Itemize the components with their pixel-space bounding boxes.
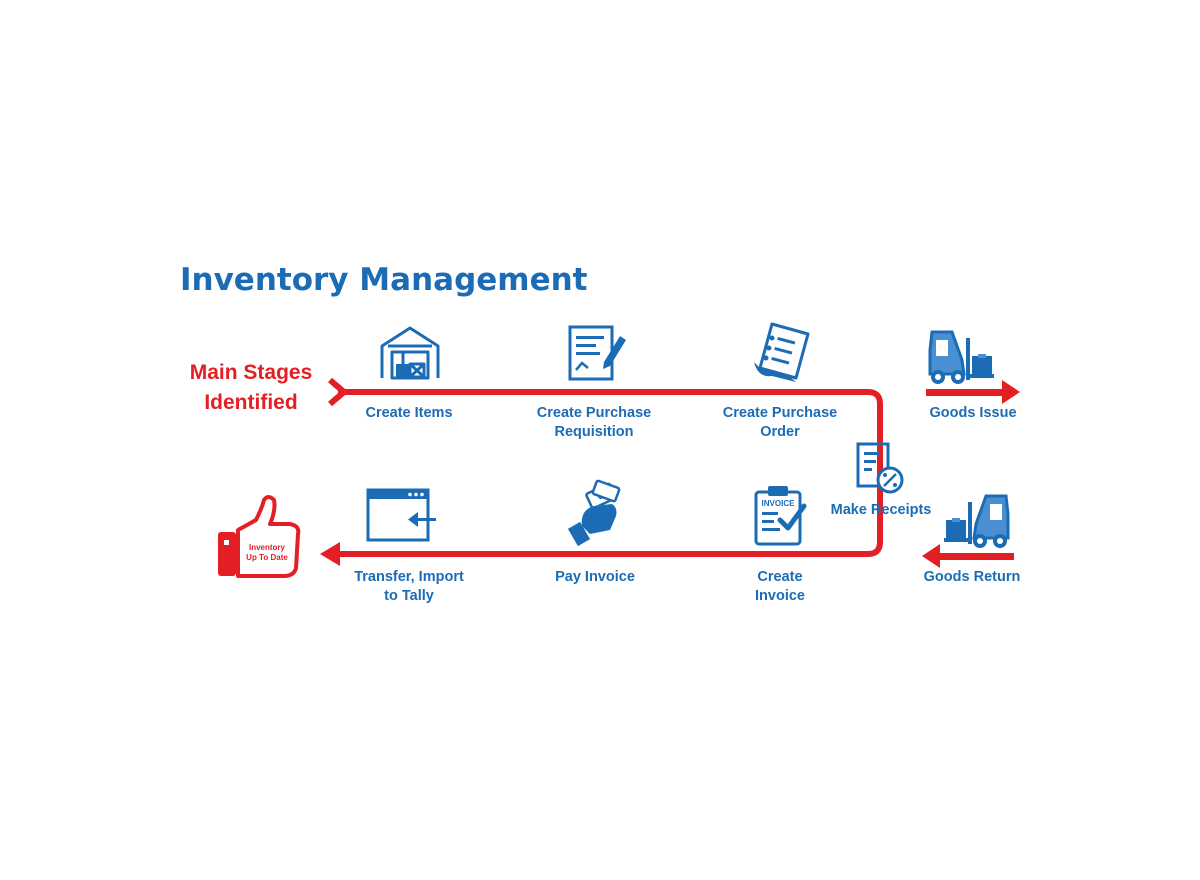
goods-return-arrow-shaft <box>938 553 1014 560</box>
stage-transfer: Transfer, Import to Tally <box>324 568 494 606</box>
warehouse-icon <box>380 326 440 380</box>
goods-issue-arrow-shaft <box>926 389 1004 396</box>
stage-create-invoice-line1: Create <box>757 569 803 585</box>
goods-return-arrowhead <box>922 544 940 568</box>
flow-end-arrowhead <box>320 542 340 566</box>
stage-purchase-order-line2: Order <box>760 424 800 440</box>
stage-purchase-order: Create Purchase Order <box>695 404 865 442</box>
svg-text:INVOICE: INVOICE <box>762 499 796 508</box>
main-stages-line2: Identified <box>204 391 298 414</box>
stage-goods-issue: Goods Issue <box>888 404 1058 423</box>
thumb-label-line2: Up To Date <box>246 553 288 562</box>
thumbs-up-icon: Inventory Up To Date <box>218 495 301 578</box>
stage-make-receipts: Make Receipts <box>796 501 966 520</box>
stage-make-receipts-label: Make Receipts <box>830 502 932 518</box>
stage-create-invoice-line2: Invoice <box>755 588 805 604</box>
stage-goods-return: Goods Return <box>887 568 1057 587</box>
stage-create-invoice: Create Invoice <box>695 568 865 606</box>
order-list-icon <box>754 322 810 382</box>
diagram-title: Inventory Management <box>180 262 588 298</box>
import-window-icon <box>366 488 436 542</box>
receipt-percent-icon <box>856 442 904 494</box>
invoice-clipboard-icon: INVOICE <box>754 486 807 546</box>
stage-transfer-line1: Transfer, Import <box>354 569 464 585</box>
flow-start-chevron <box>328 377 349 407</box>
forklift-icon <box>928 330 994 384</box>
main-stages-line1: Main Stages <box>189 361 313 384</box>
stage-pay-invoice-label: Pay Invoice <box>555 569 635 585</box>
goods-issue-arrowhead <box>1002 380 1020 404</box>
forklift-return-icon <box>944 494 1010 548</box>
hand-money-icon <box>567 479 621 547</box>
stage-purchase-requisition: Create Purchase Requisition <box>509 404 679 442</box>
stage-purchase-order-line1: Create Purchase <box>722 405 838 421</box>
stage-create-items: Create Items <box>324 404 494 423</box>
main-stages-heading: Main Stages Identified <box>176 358 326 418</box>
stage-goods-issue-label: Goods Issue <box>929 405 1017 421</box>
thumb-label-line1: Inventory <box>249 543 286 552</box>
stage-transfer-line2: to Tally <box>384 588 434 604</box>
stage-goods-return-label: Goods Return <box>923 569 1021 585</box>
stage-create-items-label: Create Items <box>365 405 453 421</box>
stage-purchase-requisition-line1: Create Purchase <box>536 405 652 421</box>
stage-pay-invoice: Pay Invoice <box>510 568 680 587</box>
stage-purchase-requisition-line2: Requisition <box>554 424 634 440</box>
requisition-form-icon <box>568 325 626 381</box>
